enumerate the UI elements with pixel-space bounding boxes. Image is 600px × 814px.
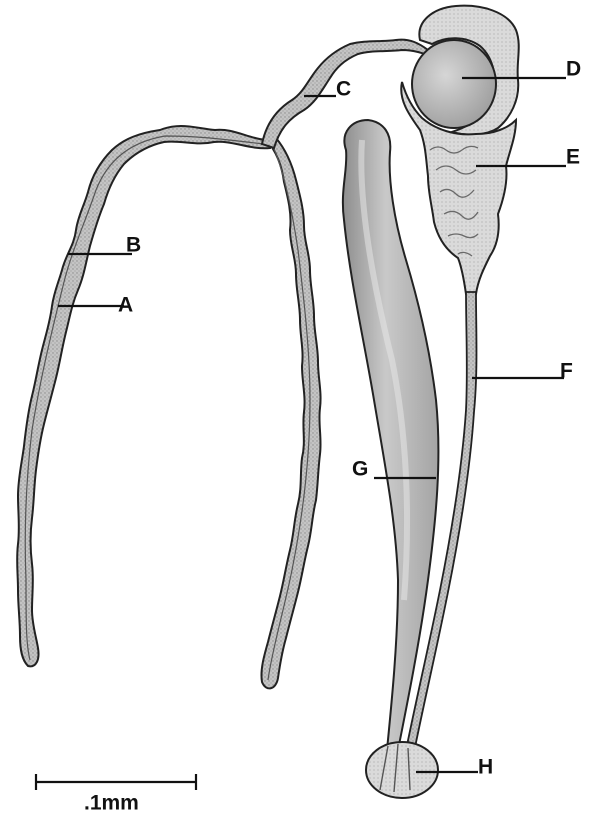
label-c: C <box>336 78 351 101</box>
right-tubule <box>261 138 320 688</box>
label-g: G <box>352 458 368 481</box>
scale-bar: .1mm <box>36 774 196 814</box>
scale-bar-label: .1mm <box>84 792 139 814</box>
label-f: F <box>560 360 573 383</box>
label-h: H <box>478 756 493 779</box>
base-bulb-h <box>366 742 438 798</box>
round-body-d <box>412 40 496 128</box>
label-d: D <box>566 58 581 81</box>
left-tubule <box>17 126 270 666</box>
label-b: B <box>126 234 141 257</box>
label-a: A <box>118 294 133 317</box>
label-e: E <box>566 146 580 169</box>
